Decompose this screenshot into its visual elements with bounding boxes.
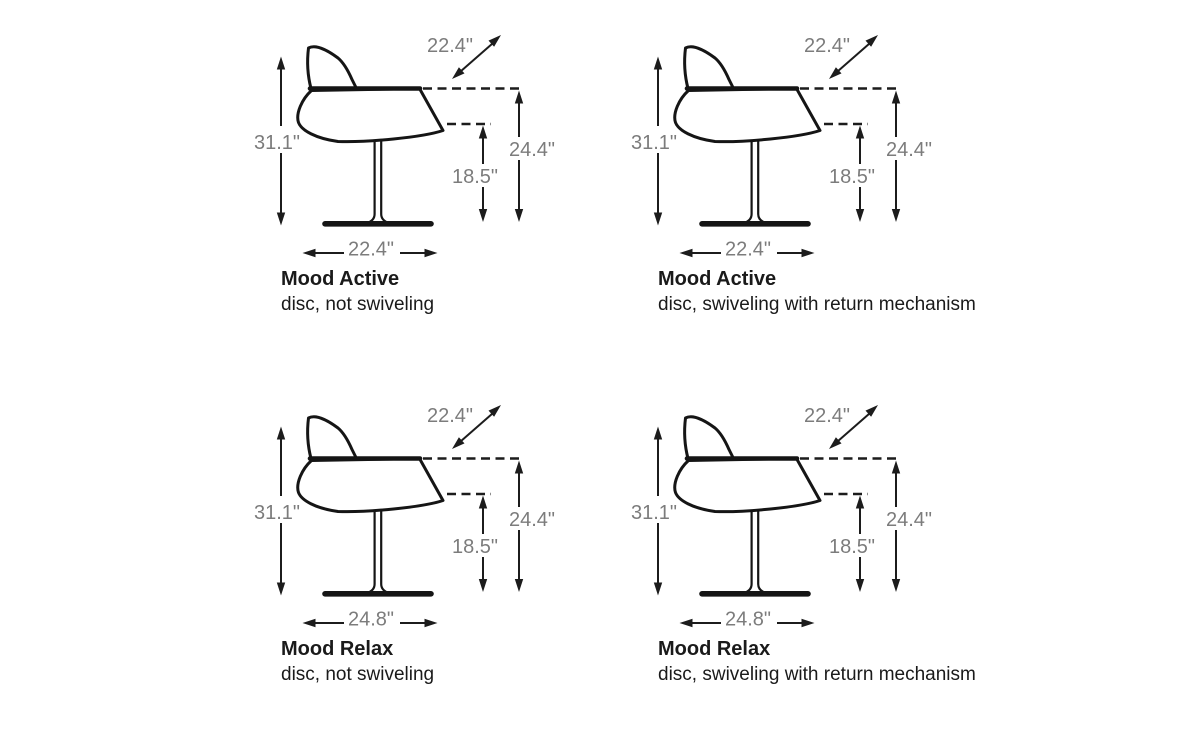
seat-height-dimension-arrow: 18.5" [447, 125, 504, 222]
total-height-dimension-label: 31.1" [631, 502, 677, 524]
variant-subtitle: disc, not swiveling [281, 664, 435, 685]
width-dimension-arrow: 24.8" [679, 609, 815, 631]
chair-variant-card-1: 22.4" 31.1" 24.4" [622, 25, 1022, 335]
chair-dimension-diagram: 22.4" 31.1" 24.4" [631, 35, 938, 261]
width-dimension-label: 24.8" [725, 609, 771, 631]
chair-variant-card-2: 22.4" 31.1" 24.4" [245, 395, 645, 705]
total-height-dimension-arrow: 31.1" [631, 56, 677, 226]
variant-title: Mood Active [281, 268, 400, 290]
total-height-dimension-label: 31.1" [631, 132, 677, 154]
arm-height-dimension-arrow: 24.4" [504, 90, 561, 222]
total-height-dimension-arrow: 31.1" [254, 426, 300, 596]
width-dimension-arrow: 22.4" [679, 239, 815, 261]
chair-backrest [306, 415, 358, 460]
chair-variant-card-0: 22.4" 31.1" 24.4" [245, 25, 645, 335]
chair-side-view-drawing [673, 45, 822, 227]
total-height-dimension-label: 31.1" [254, 502, 300, 524]
width-dimension-arrow: 22.4" [302, 239, 438, 261]
width-dimension-label: 24.8" [348, 609, 394, 631]
chair-variant-card-3: 22.4" 31.1" 24.4" [622, 395, 1022, 705]
seat-height-dimension-label: 18.5" [452, 166, 498, 188]
variant-subtitle: disc, not swiveling [281, 294, 435, 315]
chair-pedestal-column [742, 139, 767, 225]
dashed-reference-lines [423, 87, 524, 126]
chair-seat-shell [296, 87, 445, 144]
chair-seat-shell [673, 87, 822, 144]
chair-seat-shell [673, 457, 822, 514]
chair-backrest [683, 415, 735, 460]
chair-side-view-drawing [296, 415, 445, 597]
chair-backrest [683, 45, 735, 90]
depth-dimension-label: 22.4" [804, 35, 850, 57]
dashed-reference-lines [800, 457, 901, 496]
chair-pedestal-column [365, 509, 390, 595]
depth-dimension-label: 22.4" [427, 35, 473, 57]
total-height-dimension-arrow: 31.1" [254, 56, 300, 226]
chair-dimension-diagram: 22.4" 31.1" 24.4" [631, 405, 938, 631]
variant-title: Mood Relax [281, 638, 394, 660]
variant-subtitle: disc, swiveling with return mechanism [658, 294, 976, 315]
arm-height-dimension-label: 24.4" [886, 139, 932, 161]
chair-side-view-drawing [673, 415, 822, 597]
seat-height-dimension-label: 18.5" [829, 166, 875, 188]
seat-height-dimension-label: 18.5" [452, 536, 498, 558]
variant-title: Mood Relax [658, 638, 771, 660]
chair-dimension-diagram: 22.4" 31.1" 24.4" [254, 405, 561, 631]
total-height-dimension-label: 31.1" [254, 132, 300, 154]
width-dimension-label: 22.4" [348, 239, 394, 261]
seat-height-dimension-label: 18.5" [829, 536, 875, 558]
arm-height-dimension-label: 24.4" [886, 509, 932, 531]
total-height-dimension-arrow: 31.1" [631, 426, 677, 596]
variant-title: Mood Active [658, 268, 777, 290]
arm-height-dimension-arrow: 24.4" [881, 460, 938, 592]
chair-side-view-drawing [296, 45, 445, 227]
seat-height-dimension-arrow: 18.5" [447, 495, 504, 592]
chair-backrest [306, 45, 358, 90]
seat-height-dimension-arrow: 18.5" [824, 125, 881, 222]
chair-dimension-diagram: 22.4" 31.1" 24.4" [254, 35, 561, 261]
chair-seat-shell [296, 457, 445, 514]
arm-height-dimension-arrow: 24.4" [881, 90, 938, 222]
width-dimension-arrow: 24.8" [302, 609, 438, 631]
depth-dimension-arrow: 22.4" [804, 35, 878, 79]
chair-pedestal-column [365, 139, 390, 225]
arm-height-dimension-arrow: 24.4" [504, 460, 561, 592]
depth-dimension-arrow: 22.4" [427, 405, 501, 449]
chair-pedestal-column [742, 509, 767, 595]
depth-dimension-arrow: 22.4" [804, 405, 878, 449]
seat-height-dimension-arrow: 18.5" [824, 495, 881, 592]
depth-dimension-label: 22.4" [427, 405, 473, 427]
arm-height-dimension-label: 24.4" [509, 509, 555, 531]
variant-subtitle: disc, swiveling with return mechanism [658, 664, 976, 685]
dashed-reference-lines [423, 457, 524, 496]
depth-dimension-arrow: 22.4" [427, 35, 501, 79]
depth-dimension-label: 22.4" [804, 405, 850, 427]
arm-height-dimension-label: 24.4" [509, 139, 555, 161]
dashed-reference-lines [800, 87, 901, 126]
width-dimension-label: 22.4" [725, 239, 771, 261]
